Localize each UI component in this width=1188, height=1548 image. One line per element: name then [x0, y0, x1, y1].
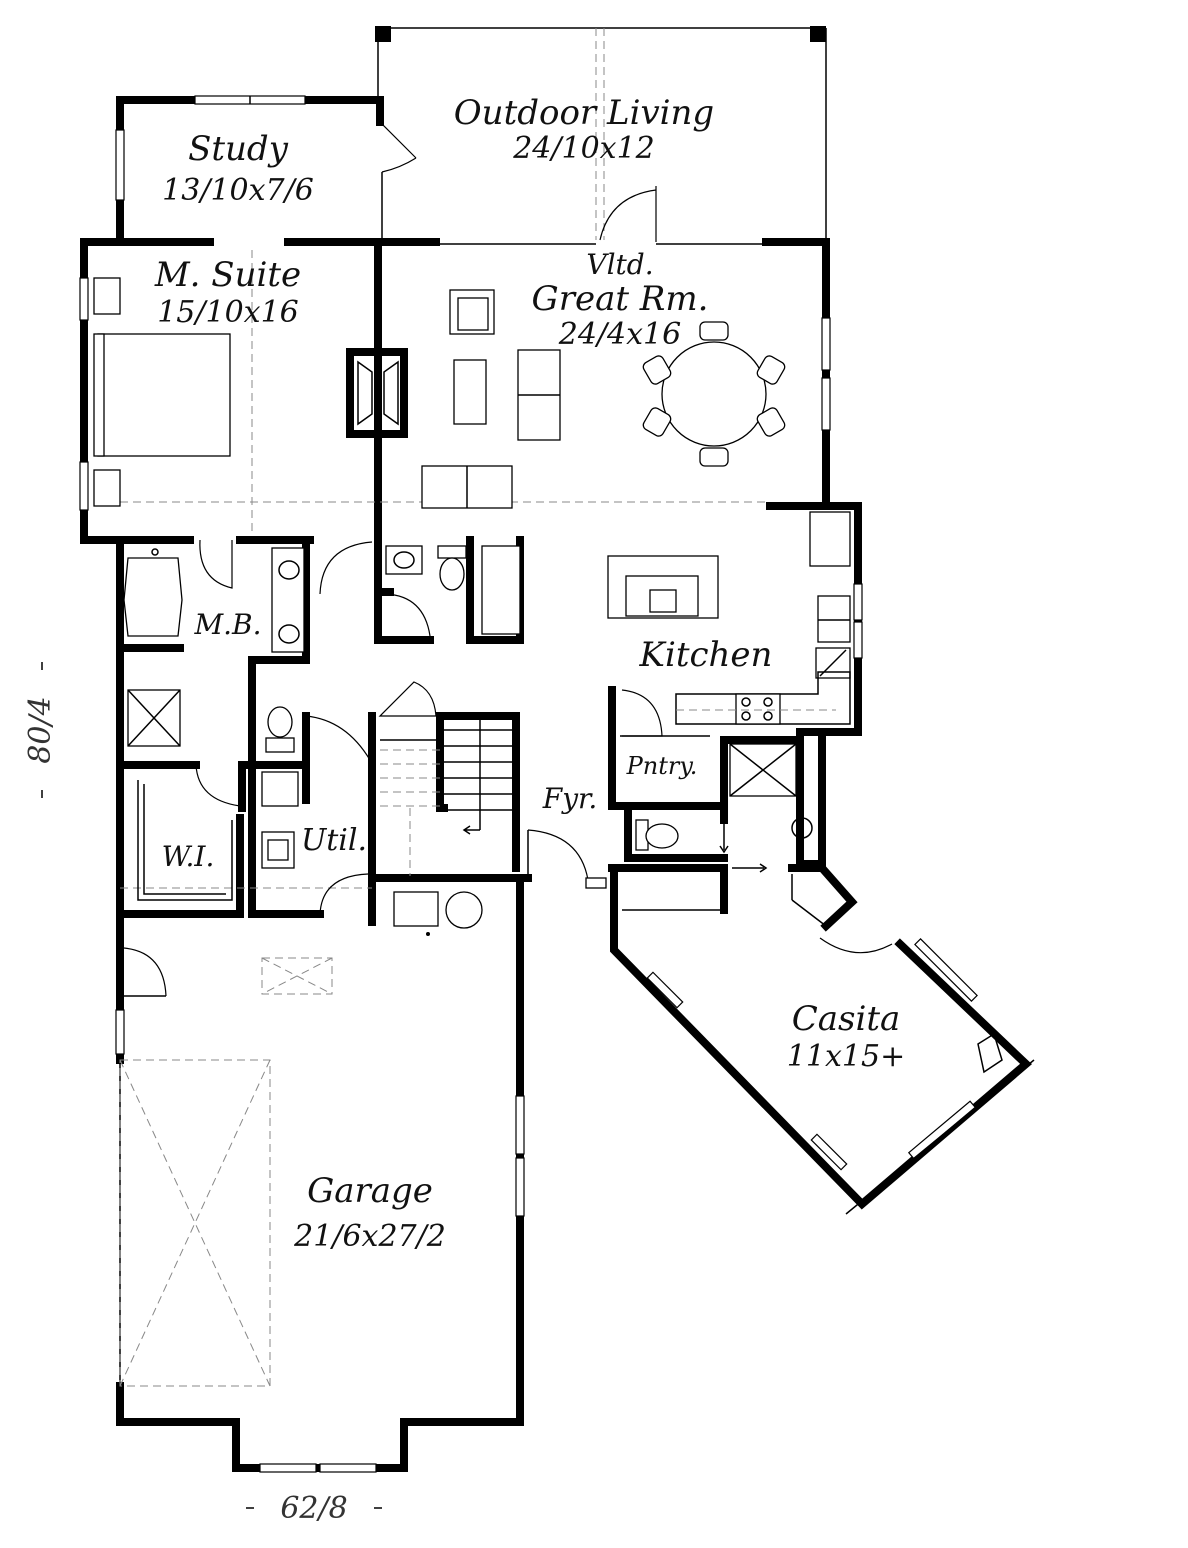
width-dimension: 62/8: [280, 1491, 347, 1526]
pantry-name: Pntry.: [626, 752, 698, 780]
master-bath-name: M.B.: [193, 608, 261, 641]
great-room-name: Great Rm.: [532, 279, 709, 319]
kitchen-name: Kitchen: [639, 635, 773, 675]
post: [375, 26, 391, 42]
living-furniture: [421, 289, 561, 509]
depth-dimension: 80/4: [23, 696, 58, 763]
closet-shelves: [137, 780, 233, 901]
great-room-prefix: Vltd.: [586, 248, 653, 281]
kitchen-fixtures: [607, 511, 851, 725]
study-size: 13/10x7/6: [162, 173, 314, 208]
outdoor-living-size: 24/10x12: [512, 131, 655, 166]
utility-fixtures: [261, 771, 369, 915]
master-suite-size: 15/10x16: [157, 295, 299, 330]
garage-walls: [115, 874, 525, 1473]
study-name: Study: [188, 129, 289, 169]
post: [810, 26, 826, 42]
stair-treads: [380, 716, 516, 876]
garage-size: 21/6x27/2: [293, 1219, 446, 1254]
stairs: [305, 681, 516, 876]
walk-in-name: W.I.: [162, 840, 215, 873]
casita-size: 11x15+: [787, 1039, 905, 1074]
casita-name: Casita: [792, 999, 901, 1039]
dining-table: [642, 321, 786, 467]
pantry-fixtures: [620, 689, 813, 839]
entry-door: [527, 829, 607, 889]
foyer-name: Fyr.: [542, 782, 597, 815]
bed: [93, 277, 231, 507]
master-suite-name: M. Suite: [154, 255, 301, 295]
powder-room-fixtures: [319, 541, 521, 637]
garage-name: Garage: [307, 1171, 433, 1211]
dimension-markers: [41, 662, 382, 1509]
utility-name: Util.: [301, 823, 367, 858]
outdoor-living-area: [375, 26, 827, 240]
outdoor-living-name: Outdoor Living: [454, 93, 714, 133]
casita-walls: [608, 819, 1035, 1215]
master-bath-fixtures: [123, 539, 305, 807]
study-walls: [115, 95, 417, 246]
great-room-size: 24/4x16: [558, 317, 681, 352]
